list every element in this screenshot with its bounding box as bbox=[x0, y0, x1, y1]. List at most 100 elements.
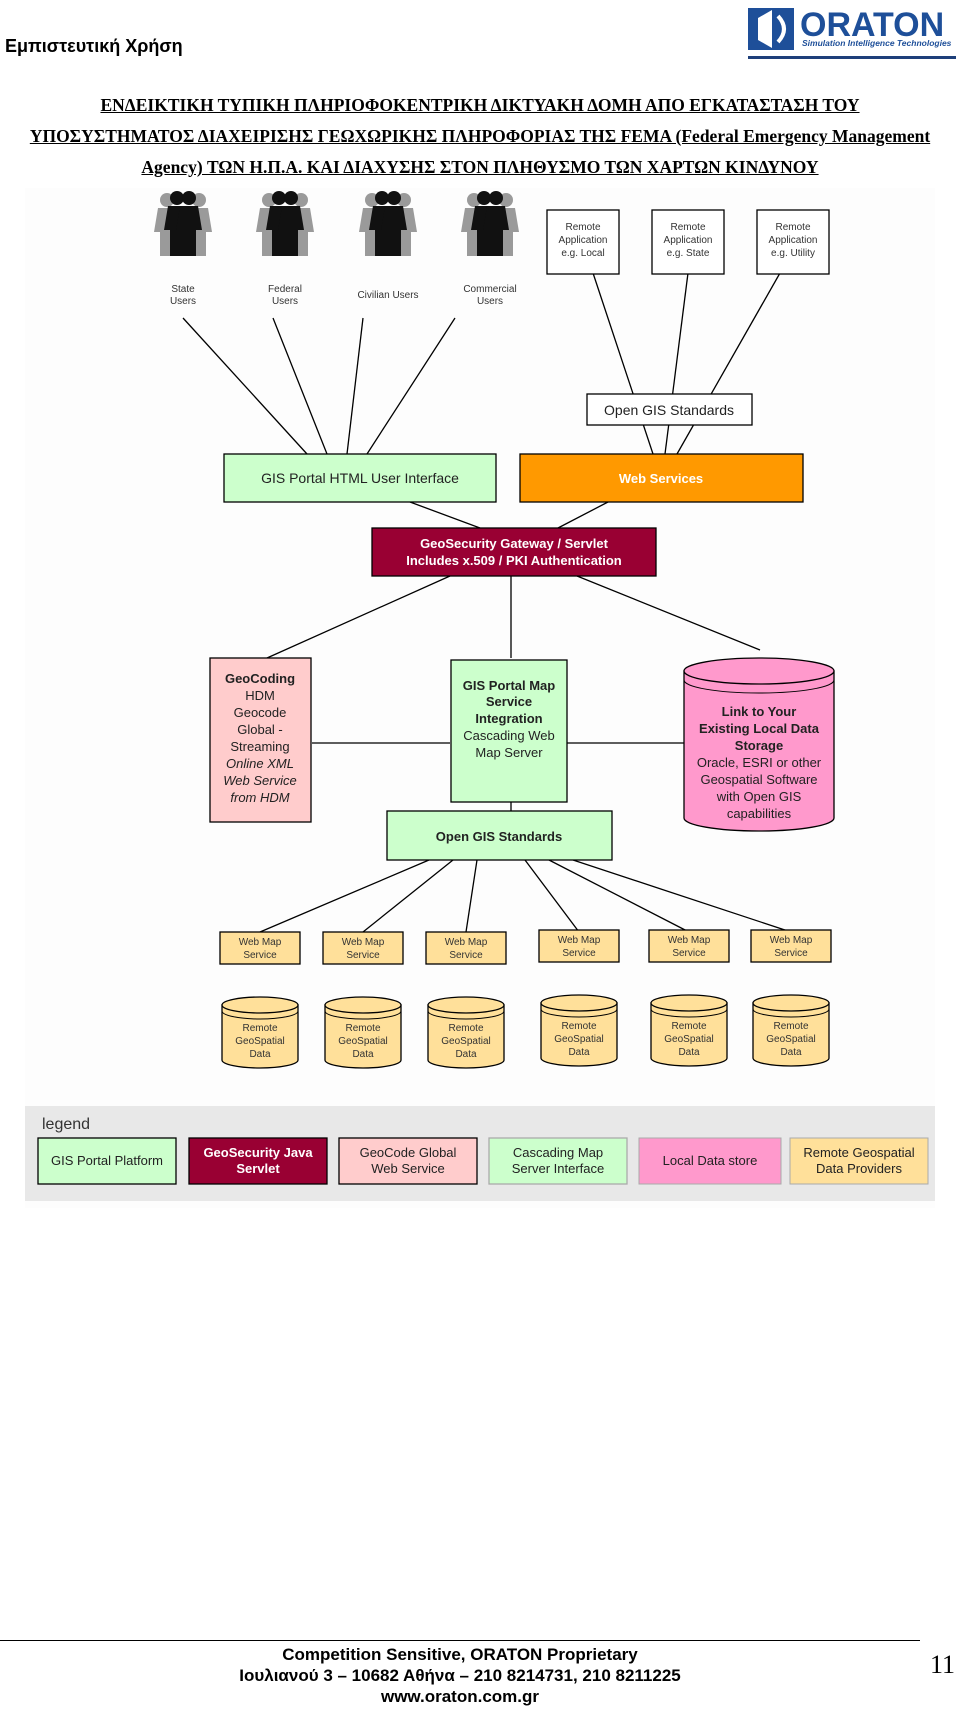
local-data-label: Oracle, ESRI or other bbox=[697, 755, 822, 770]
header-rule bbox=[748, 56, 956, 59]
open-gis-standards-top bbox=[586, 393, 753, 426]
users-icon bbox=[461, 191, 519, 256]
legend-swatch-geocode bbox=[338, 1137, 478, 1185]
gateway-label: Includes x.509 / PKI Authentication bbox=[406, 553, 622, 568]
remote-app-label: Remote bbox=[565, 222, 600, 233]
gateway-label: GeoSecurity Gateway / Servlet bbox=[420, 536, 609, 551]
remote-data-cylinder bbox=[540, 994, 618, 1067]
legend-swatch-local bbox=[638, 1137, 782, 1185]
wms-label: Service bbox=[346, 950, 380, 961]
remote-app-label: e.g. Utility bbox=[771, 248, 815, 259]
wms-label: Service bbox=[562, 948, 596, 959]
geocoding-label: HDM bbox=[245, 688, 275, 703]
remote-data-label: GeoSpatial bbox=[554, 1034, 603, 1045]
remote-data-label: GeoSpatial bbox=[338, 1036, 387, 1047]
local-data-cylinder bbox=[683, 657, 835, 832]
remote-app-label: Remote bbox=[670, 222, 705, 233]
remote-data-label: Data bbox=[568, 1047, 590, 1058]
wms-label: Web Map bbox=[668, 935, 711, 946]
wms-label: Web Map bbox=[342, 937, 385, 948]
user-label: Federal bbox=[268, 284, 302, 295]
portal-map-label: Integration bbox=[475, 711, 542, 726]
logo-tagline: Simulation Intelligence Technologies bbox=[802, 38, 952, 48]
remote-app-label: Remote bbox=[775, 222, 810, 233]
local-data-label: Existing Local Data bbox=[699, 721, 820, 736]
remote-data-label: Data bbox=[249, 1049, 271, 1060]
remote-data-cylinder bbox=[752, 994, 830, 1067]
geocoding-label: from HDM bbox=[230, 790, 289, 805]
geocoding-label: Web Service bbox=[223, 773, 296, 788]
user-label: State bbox=[171, 284, 195, 295]
footer: Competition Sensitive, ORATON Proprietar… bbox=[0, 1644, 920, 1707]
wms-label: Service bbox=[672, 948, 706, 959]
wms-box bbox=[425, 931, 507, 965]
web-services-box bbox=[519, 453, 804, 503]
architecture-diagram: State Users Federal Users Civilian Users… bbox=[25, 188, 935, 1208]
remote-app-box bbox=[651, 209, 725, 275]
remote-data-cylinder bbox=[427, 996, 505, 1069]
remote-data-label: Data bbox=[780, 1047, 802, 1058]
remote-app-label: e.g. Local bbox=[561, 248, 604, 259]
title-line-3: Agency) ΤΩΝ Η.Π.Α. ΚΑΙ ΔΙΑΧΥΣΗΣ ΣΤΟΝ ΠΛΗ… bbox=[141, 157, 819, 177]
geocoding-label: Global - bbox=[237, 722, 283, 737]
open-gis-bottom-label: Open GIS Standards bbox=[436, 829, 562, 844]
legend-title: legend bbox=[42, 1116, 90, 1133]
remote-app-label: Application bbox=[769, 235, 818, 246]
remote-data-cylinder bbox=[324, 996, 402, 1069]
geocoding-label: Geocode bbox=[234, 705, 287, 720]
wms-box bbox=[538, 929, 620, 963]
legend: legend GIS Portal Platform GeoSecurity J… bbox=[25, 1106, 935, 1201]
logo-name: ORATON bbox=[800, 6, 945, 44]
geocoding-box bbox=[209, 657, 312, 823]
web-map-services: Web Map Service Web Map Service Web Map … bbox=[219, 929, 832, 965]
remote-data-label: GeoSpatial bbox=[235, 1036, 284, 1047]
remote-data-label: Remote bbox=[561, 1021, 596, 1032]
remote-data-cylinder bbox=[221, 996, 299, 1069]
portal-map-label: GIS Portal Map bbox=[463, 678, 556, 693]
portal-map-label: Cascading Web bbox=[463, 728, 555, 743]
legend-label: Server Interface bbox=[512, 1161, 605, 1176]
remote-data-label: GeoSpatial bbox=[664, 1034, 713, 1045]
remote-data-stores: Remote GeoSpatial Data Remote GeoSpatial… bbox=[221, 994, 830, 1069]
footer-line-2: Ιουλιανού 3 – 10682 Αθήνα – 210 8214731,… bbox=[239, 1666, 681, 1685]
legend-label: Servlet bbox=[236, 1161, 280, 1176]
legend-swatch-gateway bbox=[188, 1137, 328, 1185]
local-data-label: Link to Your bbox=[722, 704, 797, 719]
portal-ui-label: GIS Portal HTML User Interface bbox=[261, 470, 459, 486]
wms-box bbox=[322, 931, 404, 965]
wms-label: Web Map bbox=[239, 937, 282, 948]
legend-swatch-portal bbox=[37, 1137, 177, 1185]
legend-label: Remote Geospatial bbox=[803, 1145, 914, 1160]
remote-data-label: Data bbox=[455, 1049, 477, 1060]
user-label: Users bbox=[170, 296, 196, 307]
legend-label: GeoCode Global bbox=[360, 1145, 457, 1160]
confidentiality-label: Εμπιστευτική Χρήση bbox=[5, 36, 183, 56]
users-icon bbox=[359, 191, 417, 256]
wms-label: Web Map bbox=[445, 937, 488, 948]
geocoding-label: GeoCoding bbox=[225, 671, 295, 686]
remote-data-label: Data bbox=[678, 1047, 700, 1058]
portal-map-label: Map Server bbox=[475, 745, 543, 760]
remote-app-box bbox=[756, 209, 830, 275]
user-label: Commercial bbox=[463, 284, 516, 295]
wms-label: Service bbox=[243, 950, 277, 961]
remote-data-label: GeoSpatial bbox=[441, 1036, 490, 1047]
remote-app-label: Application bbox=[664, 235, 713, 246]
portal-map-label: Service bbox=[486, 694, 532, 709]
open-gis-standards-bottom bbox=[386, 810, 613, 861]
portal-map-box bbox=[450, 659, 568, 803]
remote-data-label: Remote bbox=[345, 1023, 380, 1034]
remote-apps: Remote Application e.g. Local Remote App… bbox=[546, 209, 830, 275]
portal-ui-box bbox=[223, 453, 497, 503]
local-data-label: Geospatial Software bbox=[700, 772, 817, 787]
local-data-label: capabilities bbox=[727, 806, 792, 821]
wms-label: Service bbox=[774, 948, 808, 959]
footer-line-1: Competition Sensitive, ORATON Proprietar… bbox=[282, 1645, 638, 1664]
footer-rule bbox=[0, 1640, 920, 1641]
legend-label: Data Providers bbox=[816, 1161, 902, 1176]
remote-data-label: Data bbox=[352, 1049, 374, 1060]
wms-box bbox=[219, 931, 301, 965]
users-icon bbox=[256, 191, 314, 256]
geocoding-label: Online XML bbox=[226, 756, 294, 771]
wms-box bbox=[648, 929, 730, 963]
